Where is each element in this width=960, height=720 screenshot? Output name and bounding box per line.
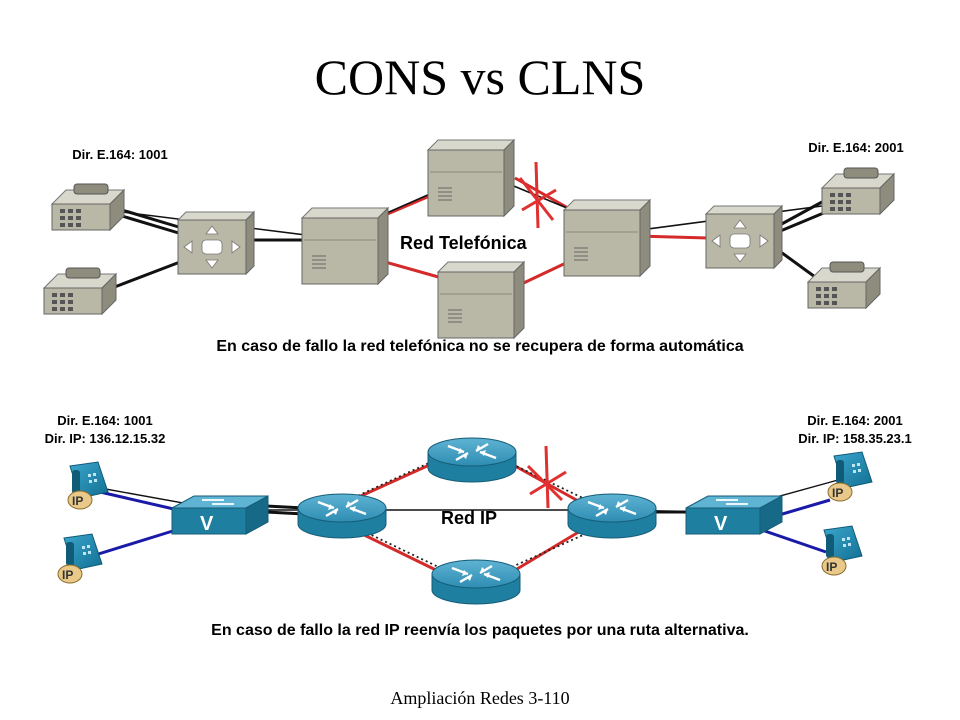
router-icon (567, 493, 657, 539)
phone-switch-icon (436, 260, 526, 340)
ip-right-ip: Dir. IP: 158.35.23.1 (798, 431, 912, 446)
tel-right-address: Dir. E.164: 2001 (808, 140, 904, 155)
telephone-icon (806, 261, 882, 310)
ip-network-label: Red IP (441, 508, 498, 528)
ip-left-addresses: Dir. E.164: 1001 Dir. IP: 136.12.15.32 (10, 412, 200, 448)
phone-switch-icon (300, 206, 390, 286)
voice-switch-icon: V (685, 495, 783, 535)
voice-badge: V (714, 513, 728, 535)
slide-footer: Ampliación Redes 3-110 (390, 688, 570, 708)
ip-phone-icon: IP (821, 525, 863, 576)
ip-badge: IP (62, 568, 73, 582)
ip-badge: IP (832, 486, 843, 500)
ip-right-addresses: Dir. E.164: 2001 Dir. IP: 158.35.23.1 (760, 412, 950, 448)
telephone-failure-mark (518, 161, 557, 229)
router-icon (297, 493, 387, 539)
ip-right-e164: Dir. E.164: 2001 (807, 413, 903, 428)
tel-left-address: Dir. E.164: 1001 (72, 147, 168, 162)
slide-title: CONS vs CLNS (314, 49, 646, 105)
ip-phone-icon: IP (67, 461, 109, 510)
telephone-caption: En caso de fallo la red telefónica no se… (216, 338, 744, 355)
voice-badge: V (200, 513, 214, 535)
ip-phone-icon: IP (57, 533, 103, 584)
telephone-icon (42, 267, 118, 316)
telephone-icon (50, 183, 126, 232)
phone-switch-icon (562, 198, 652, 278)
ip-left-ip: Dir. IP: 136.12.15.32 (44, 431, 166, 446)
ip-failure-mark (526, 445, 567, 509)
ip-badge: IP (826, 560, 837, 574)
voice-switch-icon: V (171, 495, 269, 535)
telephone-network-label: Red Telefónica (400, 233, 527, 253)
ip-badge: IP (72, 494, 83, 508)
router-icon (427, 437, 517, 483)
pbx-icon (176, 210, 256, 276)
pbx-icon (704, 204, 784, 270)
ip-phone-icon: IP (827, 451, 873, 502)
phone-switch-icon (426, 138, 516, 218)
telephone-icon (820, 167, 896, 216)
router-icon (431, 559, 521, 605)
ip-caption: En caso de fallo la red IP reenvía los p… (211, 622, 749, 639)
ip-left-e164: Dir. E.164: 1001 (57, 413, 153, 428)
